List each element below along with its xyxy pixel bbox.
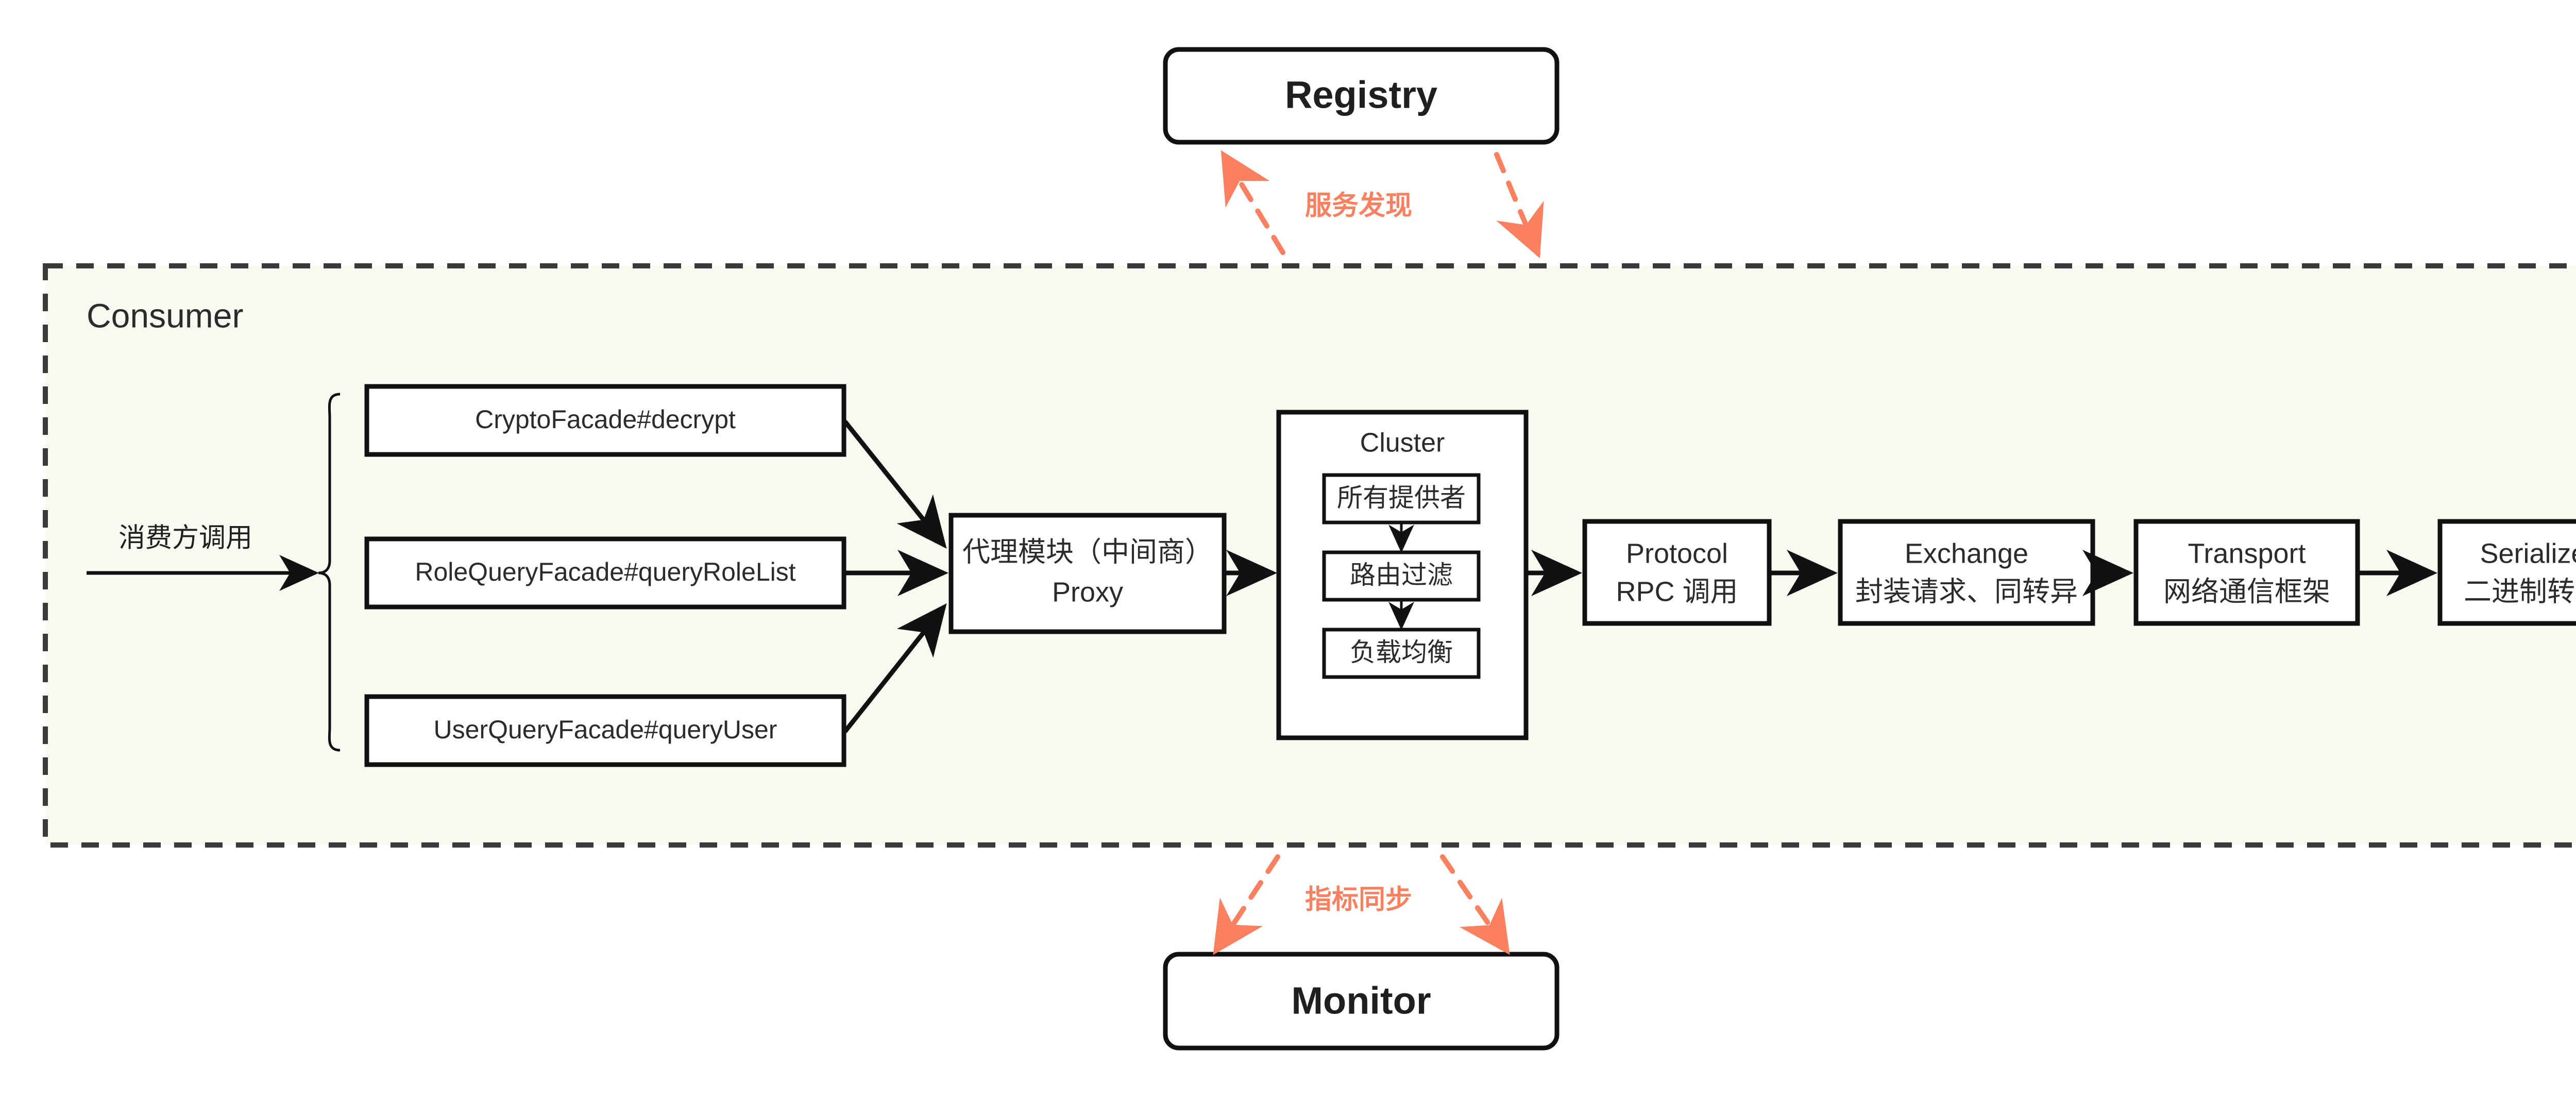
cluster-step-0-fill	[1324, 475, 1479, 522]
facade-label-2: UserQueryFacade#queryUser	[434, 715, 777, 744]
pipeline-label-1-line2: 封装请求、同转异	[1855, 576, 2078, 607]
monitor-node[interactable]	[1163, 952, 1560, 1051]
metric-sync-label: 指标同步	[1305, 885, 1412, 915]
cluster-step-label-0: 所有提供者	[1337, 483, 1466, 512]
cluster-step-0[interactable]	[1322, 473, 1481, 525]
facade-box-1[interactable]	[364, 536, 846, 610]
proxy-label-line1: 代理模块（中间商）	[962, 536, 1213, 567]
pipeline-label-0-line2: RPC 调用	[1616, 576, 1738, 607]
pipeline-label-2-line2: 网络通信框架	[2163, 576, 2330, 607]
facade-2-to-proxy-arrow	[843, 603, 947, 733]
proxy-label-line2: Proxy	[1052, 577, 1123, 607]
consumer-call-label: 消费方调用	[118, 523, 252, 553]
pipeline-label-0-line1: Protocol	[1626, 538, 1728, 569]
service-discovery-up-arrow	[1221, 150, 1285, 255]
facade-box-1-fill	[367, 539, 844, 607]
proxy-box-fill	[951, 515, 1224, 632]
service-discovery-label: 服务发现	[1305, 191, 1412, 221]
registry-node-fill	[1165, 49, 1557, 142]
facade-box-0-fill	[367, 386, 844, 454]
facade-box-2-fill	[367, 697, 844, 765]
cluster-step-label-1: 路由过滤	[1350, 561, 1453, 589]
pipeline-box-2[interactable]	[2133, 519, 2360, 626]
pipeline-box-0-fill	[1585, 521, 1769, 623]
pipeline-box-1-fill	[1840, 521, 2093, 623]
metric-sync-right-arrow	[1440, 854, 1510, 955]
cluster-step-1[interactable]	[1322, 550, 1481, 602]
monitor-node-fill	[1165, 954, 1557, 1048]
pipeline-box-3[interactable]	[2437, 519, 2576, 626]
cluster-step-2[interactable]	[1322, 628, 1481, 679]
pipeline-box-2-fill	[2136, 521, 2358, 623]
monitor-label: Monitor	[1291, 979, 1431, 1022]
facade-box-0[interactable]	[364, 384, 846, 457]
pipeline-box-3-fill	[2440, 521, 2576, 623]
pipeline-label-3-line2: 二进制转换	[2464, 576, 2576, 607]
pipeline-label-3-line1: Serialize	[2480, 538, 2576, 569]
facade-label-0: CryptoFacade#decrypt	[475, 405, 736, 434]
registry-label: Registry	[1285, 74, 1437, 116]
consumer-label: Consumer	[87, 296, 243, 334]
pipeline-label-1-line1: Exchange	[1905, 538, 2028, 569]
metric-sync-left-arrow	[1213, 854, 1280, 955]
cluster-step-label-2: 负载均衡	[1350, 638, 1453, 667]
cluster-box[interactable]	[1276, 410, 1529, 740]
registry-node[interactable]	[1163, 47, 1560, 145]
facade-0-to-proxy-arrow	[843, 420, 947, 549]
facade-group-brace	[318, 393, 341, 752]
pipeline-label-2-line1: Transport	[2188, 538, 2306, 569]
proxy-box[interactable]	[948, 513, 1227, 634]
pipeline-box-0[interactable]	[1582, 519, 1772, 626]
cluster-step-2-fill	[1324, 630, 1479, 677]
cluster-step-1-fill	[1324, 552, 1479, 600]
cluster-title: Cluster	[1360, 428, 1445, 458]
facade-label-1: RoleQueryFacade#queryRoleList	[415, 557, 795, 586]
service-discovery-down-arrow	[1494, 152, 1544, 259]
